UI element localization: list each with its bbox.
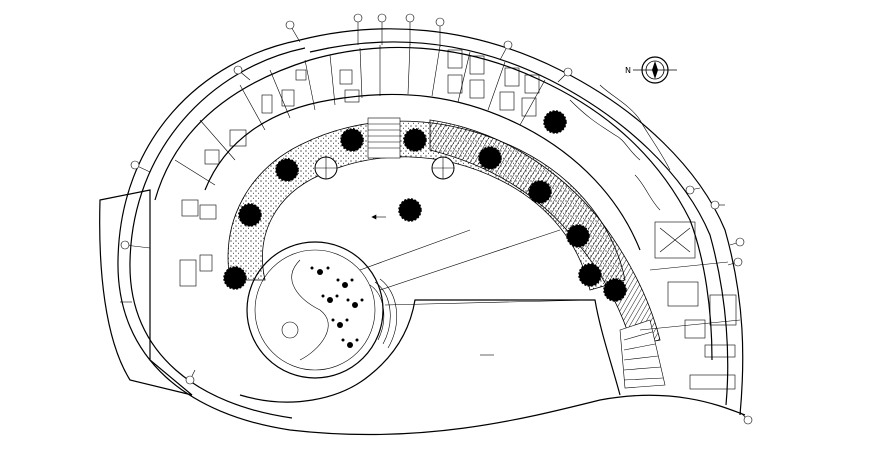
central-plaza-inner [254, 249, 376, 371]
sight-lines [359, 229, 591, 306]
staircase-right [619, 319, 666, 389]
contour-lines [569, 84, 671, 211]
compass-label: N [625, 66, 631, 75]
hollow-trees [314, 156, 455, 180]
central-plaza [246, 241, 384, 379]
top-rim [299, 28, 744, 416]
north-compass: N [625, 56, 677, 84]
plaza-feature [281, 321, 299, 339]
outer-boundary [117, 39, 746, 436]
ramp-band [429, 119, 661, 346]
staircase-top [367, 117, 401, 159]
grid-markers [120, 13, 753, 425]
lower-boundary [239, 299, 621, 403]
room-partitions [174, 43, 546, 186]
top-rim-inner [309, 41, 729, 406]
right-rooms [639, 221, 741, 390]
room-furniture [179, 49, 540, 287]
plaza-steps [369, 278, 398, 349]
direction-arrows [120, 214, 494, 356]
yin-yang-path [291, 259, 329, 361]
room-band-outer [154, 46, 713, 361]
outer-boundary-inner [129, 47, 306, 419]
plaza-tables [310, 266, 364, 348]
room-band-inner [204, 93, 641, 251]
left-wedge [99, 189, 193, 396]
